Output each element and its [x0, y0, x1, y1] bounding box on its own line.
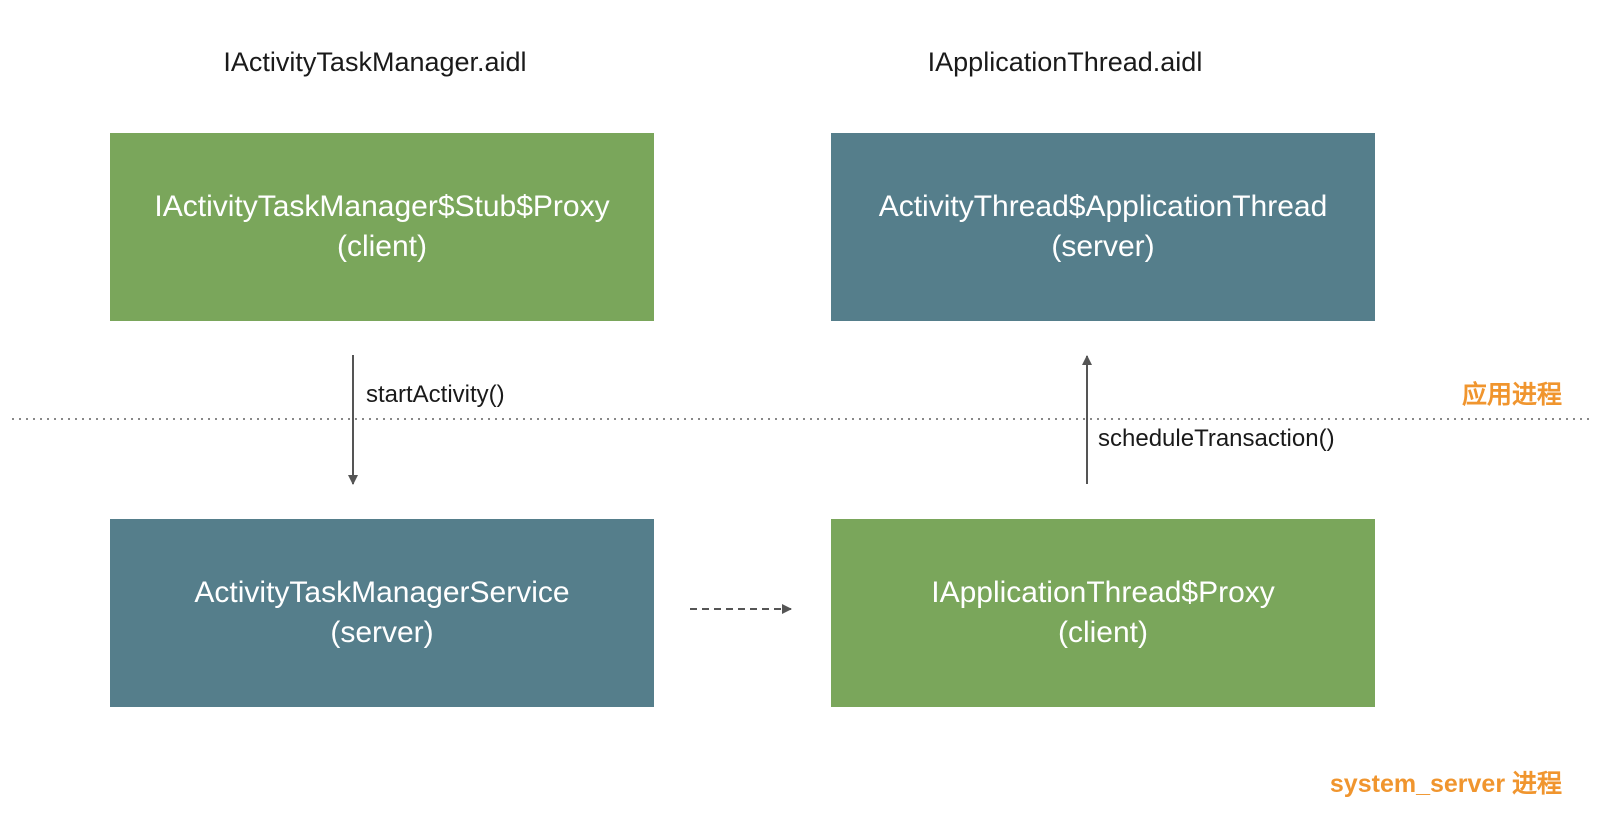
start-activity-label: startActivity(): [366, 381, 505, 408]
application-thread-proxy-box: IApplicationThread$Proxy (client): [831, 519, 1375, 707]
box-role: (client): [336, 230, 427, 263]
activity-task-manager-service-box: ActivityTaskManagerService (server): [110, 519, 654, 707]
application-thread-server-box: ActivityThread$ApplicationThread (server…: [831, 133, 1375, 321]
right-column-title: IApplicationThread.aidl: [927, 46, 1203, 77]
box-name: ActivityThread$ApplicationThread: [878, 190, 1328, 223]
system-server-process-label: system_server 进程: [1329, 770, 1562, 798]
app-process-label: 应用进程: [1461, 381, 1562, 409]
left-column-title: IActivityTaskManager.aidl: [223, 46, 527, 77]
box-name: IApplicationThread$Proxy: [931, 576, 1275, 609]
box-name: IActivityTaskManager$Stub$Proxy: [154, 190, 610, 223]
box-role: (server): [330, 616, 434, 649]
box-role: (client): [1057, 616, 1148, 649]
box-name: ActivityTaskManagerService: [194, 576, 570, 609]
box-role: (server): [1051, 230, 1155, 263]
activity-task-manager-proxy-box: IActivityTaskManager$Stub$Proxy (client): [110, 133, 654, 321]
schedule-transaction-label: scheduleTransaction(): [1098, 425, 1335, 452]
